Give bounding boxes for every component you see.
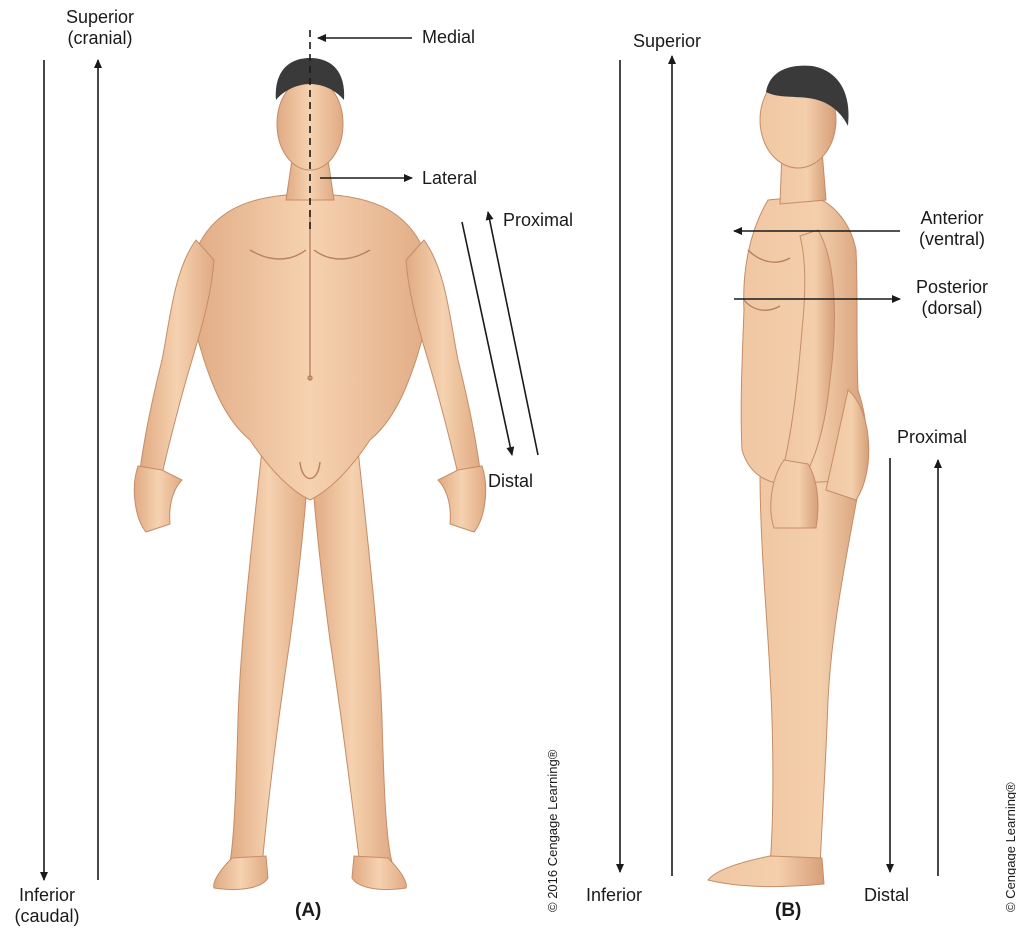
superior-label-a: Superior (cranial) [52,7,148,49]
inferior-label-b: Inferior [586,885,642,906]
panel-a-label: (A) [295,900,321,922]
lateral-label: Lateral [422,168,477,189]
dorsal-text: (dorsal) [906,298,998,319]
proximal-label-a: Proximal [503,210,573,231]
cranial-text: (cranial) [52,28,148,49]
distal-label-a: Distal [488,471,533,492]
side-view-figure [708,72,869,887]
superior-text-a: Superior [52,7,148,28]
inferior-text-a: Inferior [0,885,94,906]
superior-label-b: Superior [633,31,701,52]
posterior-text: Posterior [906,277,998,298]
copyright-credit-a: © 2016 Cengage Learning® [545,750,560,912]
caudal-text: (caudal) [0,906,94,927]
distal-label-b: Distal [864,885,909,906]
copyright-credit-b: © Cengage Learning® [1003,782,1016,912]
medial-label: Medial [422,27,475,48]
anterior-label: Anterior (ventral) [908,208,996,250]
ventral-text: (ventral) [908,229,996,250]
panel-b-label: (B) [775,900,801,922]
posterior-label: Posterior (dorsal) [906,277,998,319]
proximal-label-b: Proximal [897,427,967,448]
inferior-label-a: Inferior (caudal) [0,885,94,927]
proximal-arrow-a [488,212,538,455]
anterior-text: Anterior [908,208,996,229]
